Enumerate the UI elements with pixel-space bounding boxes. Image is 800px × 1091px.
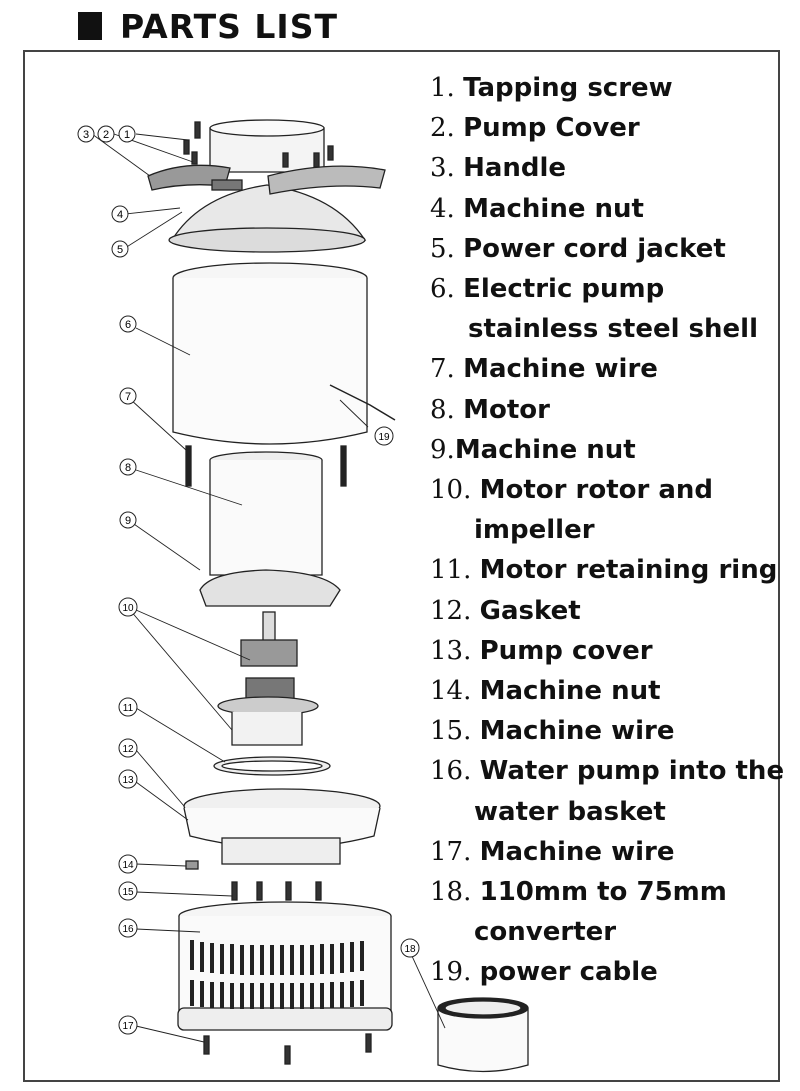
callout-16: 16 [118, 918, 138, 938]
page-title: PARTS LIST [120, 6, 338, 46]
svg-text:12: 12 [122, 744, 134, 755]
part-item-8: 8. Motor [430, 394, 550, 425]
machine-nut-part [185, 860, 199, 870]
callout-2: 2 [97, 125, 115, 143]
part-item-5: 5. Power cord jacket [430, 233, 726, 264]
part-item-18: 18. 110mm to 75mm [430, 877, 727, 908]
svg-text:6: 6 [125, 319, 131, 331]
callout-9: 9 [119, 511, 137, 529]
stainless-shell-part [172, 262, 396, 445]
svg-text:9: 9 [125, 515, 131, 527]
motor-part [199, 451, 341, 607]
part-item-12: 12. Gasket [430, 595, 581, 626]
svg-text:15: 15 [122, 887, 134, 898]
svg-text:4: 4 [117, 209, 123, 221]
callout-10: 10 [118, 597, 138, 617]
part-item-2: 2. Pump Cover [430, 113, 640, 144]
callout-11: 11 [118, 697, 138, 717]
svg-text:3: 3 [83, 129, 89, 141]
callout-19: 19 [374, 426, 394, 446]
part-item-18-cont: converter [474, 917, 617, 948]
svg-text:18: 18 [404, 944, 416, 955]
part-item-3: 3. Handle [430, 153, 567, 184]
svg-text:19: 19 [378, 432, 390, 443]
lower-pump-cover-part [183, 788, 381, 865]
header: PARTS LIST [78, 6, 338, 46]
part-item-6: 6. Electric pump [430, 274, 665, 305]
basket-slots [190, 940, 364, 1009]
part-item-16-cont: water basket [474, 796, 666, 827]
callout-6: 6 [119, 315, 137, 333]
callout-4: 4 [111, 205, 129, 223]
svg-text:16: 16 [122, 924, 134, 935]
callout-markers: 3 2 1 4 5 6 7 8 9 10 11 12 13 14 15 16 1… [77, 125, 420, 1035]
header-square-icon [78, 12, 102, 40]
part-item-19: 19. power cable [430, 957, 658, 988]
part-item-17: 17. Machine wire [430, 836, 675, 867]
part-item-10-cont: impeller [474, 515, 595, 546]
callout-3: 3 [77, 125, 95, 143]
callout-8: 8 [119, 458, 137, 476]
part-item-16: 16. Water pump into the [430, 756, 785, 787]
part-item-9: 9.Machine nut [430, 434, 636, 465]
diagram-frame [23, 50, 780, 1082]
part-item-1: 1. Tapping screw [430, 73, 673, 103]
parts-list: 1. Tapping screw 2. Pump Cover 3. Handle… [430, 68, 785, 993]
svg-text:8: 8 [125, 462, 131, 474]
callout-15: 15 [118, 881, 138, 901]
converter-part [437, 997, 529, 1073]
svg-text:2: 2 [103, 129, 109, 141]
callout-5: 5 [111, 240, 129, 258]
svg-text:1: 1 [124, 129, 130, 141]
callout-1: 1 [118, 125, 136, 143]
part-item-11: 11. Motor retaining ring [430, 555, 778, 586]
callout-7: 7 [119, 387, 137, 405]
callout-14: 14 [118, 854, 138, 874]
svg-text:13: 13 [122, 775, 134, 786]
callout-12: 12 [118, 738, 138, 758]
svg-text:10: 10 [122, 603, 134, 614]
part-item-15: 15. Machine wire [430, 716, 675, 747]
part-item-4: 4. Machine nut [430, 193, 644, 224]
machine-wires-15 [231, 881, 322, 901]
part-item-7: 7. Machine wire [430, 354, 658, 385]
callout-13: 13 [118, 769, 138, 789]
svg-text:11: 11 [123, 703, 134, 714]
part-item-10: 10. Motor rotor and [430, 475, 714, 506]
machine-wires-17 [203, 1033, 372, 1065]
part-item-14: 14. Machine nut [430, 676, 661, 707]
part-item-6-cont: stainless steel shell [468, 314, 758, 345]
tapping-screws [183, 121, 334, 168]
pump-cover-part [147, 119, 386, 253]
svg-text:5: 5 [117, 244, 123, 256]
svg-text:7: 7 [125, 391, 131, 403]
svg-text:14: 14 [122, 860, 134, 871]
svg-text:17: 17 [122, 1021, 134, 1032]
callout-18: 18 [400, 938, 420, 958]
callout-17: 17 [118, 1015, 138, 1035]
rotor-impeller-part [217, 611, 319, 746]
part-item-13: 13. Pump cover [430, 635, 653, 666]
